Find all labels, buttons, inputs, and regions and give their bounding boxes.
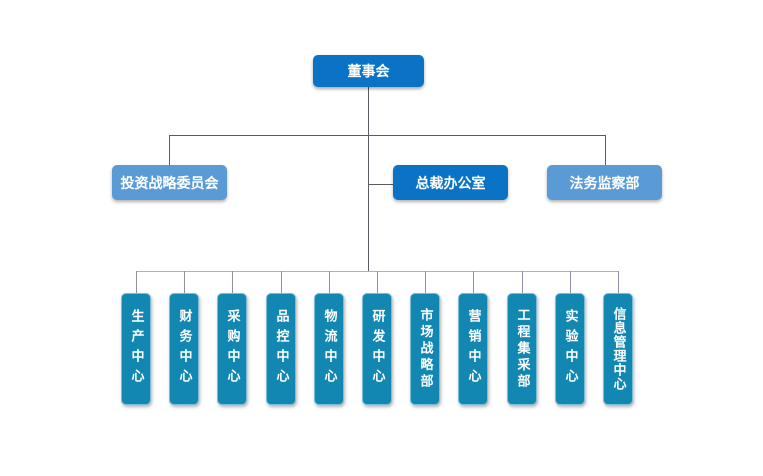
node-legal-supervision-dept[interactable]: 法务监察部 <box>547 165 662 200</box>
node-label: 营销中心 <box>465 309 481 389</box>
connector-drop-quality-control <box>281 271 282 293</box>
node-production-center[interactable]: 生产中心 <box>121 293 151 405</box>
connector-root-vertical <box>368 87 369 271</box>
node-label: 财务中心 <box>176 309 192 389</box>
connector-level2-rail <box>169 135 606 136</box>
node-label: 生产中心 <box>128 309 144 389</box>
node-label: 实验中心 <box>562 309 578 389</box>
connector-drop-engineering-procurement <box>522 271 523 293</box>
node-label: 市场战略部 <box>417 307 433 391</box>
connector-drop-finance <box>184 271 185 293</box>
node-label: 物流中心 <box>321 309 337 389</box>
connector-drop-rnd <box>377 271 378 293</box>
node-logistics-center[interactable]: 物流中心 <box>314 293 344 405</box>
node-engineering-procurement-dept[interactable]: 工程集采部 <box>507 293 537 405</box>
node-market-strategy-dept[interactable]: 市场战略部 <box>410 293 440 405</box>
node-label: 投资战略委员会 <box>120 175 219 192</box>
connector-drop-investment <box>169 135 170 165</box>
node-label: 法务监察部 <box>569 175 640 192</box>
node-finance-center[interactable]: 财务中心 <box>169 293 199 405</box>
node-laboratory-center[interactable]: 实验中心 <box>555 293 585 405</box>
connector-drop-logistics <box>329 271 330 293</box>
connector-drop-production <box>136 271 137 293</box>
connector-stub-president-office <box>368 184 393 185</box>
node-label: 总裁办公室 <box>415 175 486 192</box>
connector-drop-marketing <box>473 271 474 293</box>
node-label: 品控中心 <box>273 309 289 389</box>
node-quality-control-center[interactable]: 品控中心 <box>266 293 296 405</box>
node-label: 采购中心 <box>224 309 240 389</box>
node-rnd-center[interactable]: 研发中心 <box>362 293 392 405</box>
node-investment-strategy-committee[interactable]: 投资战略委员会 <box>112 165 227 200</box>
connector-drop-procurement <box>232 271 233 293</box>
node-label: 工程集采部 <box>514 307 530 391</box>
node-board-of-directors[interactable]: 董事会 <box>313 55 424 87</box>
connector-drop-legal <box>605 135 606 165</box>
node-label: 董事会 <box>347 64 390 80</box>
node-information-management-center[interactable]: 信息管理中心 <box>603 293 633 405</box>
node-marketing-center[interactable]: 营销中心 <box>458 293 488 405</box>
node-procurement-center[interactable]: 采购中心 <box>217 293 247 405</box>
connector-drop-laboratory <box>570 271 571 293</box>
node-label: 信息管理中心 <box>610 307 626 391</box>
node-president-office[interactable]: 总裁办公室 <box>393 165 508 200</box>
connector-drop-information-management <box>618 271 619 293</box>
node-label: 研发中心 <box>369 309 385 389</box>
connector-drop-market-strategy <box>425 271 426 293</box>
